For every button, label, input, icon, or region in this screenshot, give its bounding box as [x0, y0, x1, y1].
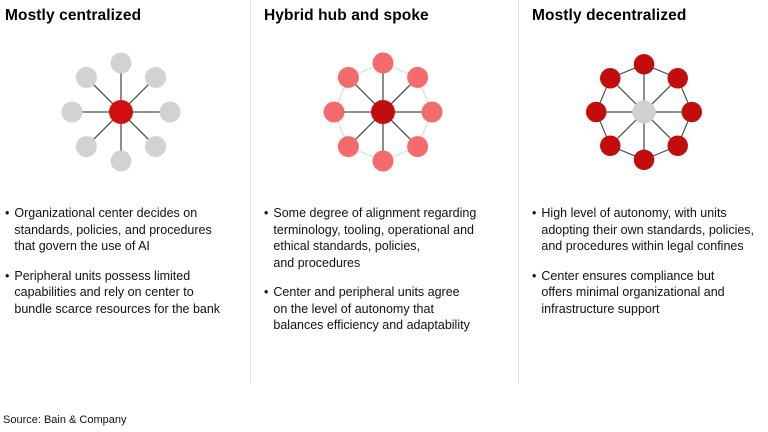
peripheral-node [372, 52, 394, 74]
peripheral-node [421, 101, 443, 123]
bullet-item: • High level of autonomy, with units adop… [532, 205, 766, 255]
source-note: Source: Bain & Company [3, 414, 127, 426]
peripheral-node [144, 66, 166, 88]
bullet-icon: • [532, 206, 537, 220]
bullet-icon: • [264, 206, 269, 220]
bullet-icon: • [5, 206, 10, 220]
column-hybrid-hub-and-spoke: Hybrid hub and spoke • Some degree of ali… [250, 0, 518, 384]
peripheral-node [681, 101, 703, 123]
peripheral-node [407, 66, 429, 88]
columns-board: Mostly centralized • Organizational cente… [0, 0, 768, 384]
peripheral-node [633, 149, 655, 171]
peripheral-node [61, 101, 82, 123]
column-title: Hybrid hub and spoke [264, 7, 429, 24]
peripheral-node [110, 52, 131, 74]
hub-spoke-graphic-centralized [61, 52, 180, 172]
hub-spoke-graphic-hybrid [323, 52, 443, 172]
bullet-item: • Organizational center decides on standa… [5, 205, 246, 255]
bullet-text: Center ensures compliance but offers min… [541, 268, 725, 316]
peripheral-node [75, 136, 97, 158]
center-node [371, 100, 395, 124]
bullet-text: High level of autonomy, with units adopt… [541, 206, 755, 253]
bullet-item: • Some degree of alignment regarding term… [264, 205, 512, 271]
bullet-text: Some degree of alignment regarding termi… [273, 206, 477, 270]
peripheral-node [633, 53, 655, 75]
bullet-list: • High level of autonomy, with units adop… [532, 205, 766, 317]
peripheral-node [144, 136, 166, 158]
center-node [108, 100, 133, 124]
peripheral-node [337, 136, 359, 158]
peripheral-node [600, 68, 621, 89]
bullet-text: Center and peripheral units agree on the… [273, 285, 470, 332]
peripheral-node [337, 66, 359, 88]
column-mostly-centralized: Mostly centralized • Organizational cente… [0, 0, 250, 384]
bullet-item: • Center and peripheral units agree on th… [264, 284, 512, 334]
bullet-list: • Some degree of alignment regarding term… [264, 205, 512, 334]
column-title: Mostly centralized [5, 7, 142, 24]
hub-spoke-diagram [5, 25, 246, 199]
column-mostly-decentralized: Mostly decentralized • High level of auto… [518, 0, 768, 384]
bullet-list: • Organizational center decides on standa… [5, 205, 246, 317]
bullet-icon: • [264, 285, 269, 299]
bullet-item: • Peripheral units possess limited capabi… [5, 268, 246, 318]
peripheral-node [667, 68, 688, 89]
peripheral-node [75, 66, 97, 88]
hub-spoke-diagram [532, 25, 766, 199]
peripheral-node [667, 135, 688, 156]
bullet-icon: • [5, 268, 10, 283]
column-title: Mostly decentralized [532, 7, 687, 24]
peripheral-node [110, 150, 131, 172]
peripheral-node [407, 136, 429, 158]
peripheral-node [323, 101, 345, 123]
bullet-text: Peripheral units possess limited capabil… [14, 268, 221, 316]
hub-spoke-graphic-decentralized [585, 53, 703, 171]
peripheral-node [600, 135, 621, 156]
bullet-icon: • [532, 268, 537, 283]
bullet-text: Organizational center decides on standar… [14, 206, 212, 253]
peripheral-node [159, 101, 180, 123]
hub-spoke-diagram [264, 25, 512, 199]
peripheral-node [585, 101, 607, 123]
peripheral-node [372, 150, 394, 172]
bullet-item: • Center ensures compliance but offers mi… [532, 268, 766, 318]
center-node [632, 100, 656, 124]
